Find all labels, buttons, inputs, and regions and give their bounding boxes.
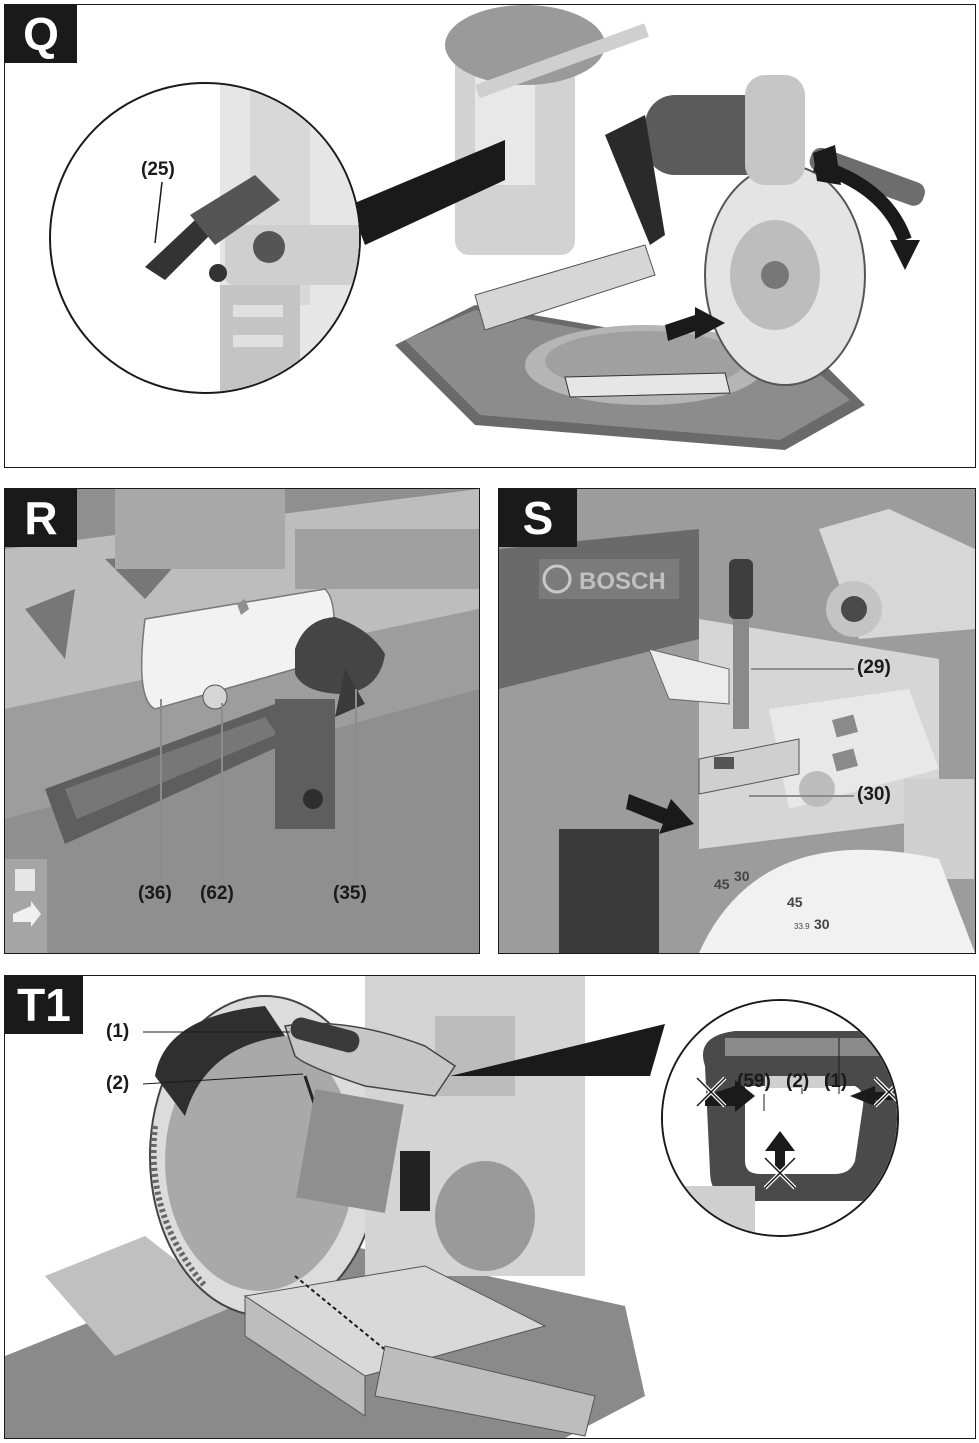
callout-2: (2)	[106, 1073, 130, 1094]
scale-label-339: 33.9	[794, 922, 810, 931]
callout-30: (30)	[857, 784, 891, 805]
callout-2-detail: (2)	[786, 1071, 810, 1092]
callout-1: (1)	[106, 1021, 130, 1042]
scale-label-30a: 30	[734, 868, 750, 884]
callout-25: (25)	[141, 159, 175, 180]
callout-59: (59)	[737, 1071, 771, 1092]
scale-label-45a: 45	[714, 876, 730, 892]
scale-label-30b: 30	[814, 916, 830, 932]
panel-label-q: Q	[5, 5, 77, 63]
callout-36: (36)	[138, 883, 172, 904]
workpiece-stop-illustration	[5, 489, 479, 953]
figure-panel-t1: T1	[4, 975, 976, 1439]
callout-1-detail: (1)	[824, 1071, 848, 1092]
callout-29: (29)	[857, 657, 891, 678]
callout-62: (62)	[200, 883, 234, 904]
figure-panel-s: S BOSCH 45 30 45 30 33.9	[498, 488, 976, 954]
panel-label-r: R	[5, 489, 77, 547]
callout-35: (35)	[333, 883, 367, 904]
miter-saw-overview-illustration	[49, 5, 925, 450]
figure-panel-r: R (36) (62) (35)	[4, 488, 480, 954]
handle-release-illustration	[5, 976, 899, 1438]
figure-panel-q: Q	[4, 4, 976, 468]
depth-stop-illustration: BOSCH 45 30 45 30 33.9	[499, 489, 975, 953]
brand-bosch-text: BOSCH	[579, 568, 666, 595]
panel-label-t1: T1	[5, 976, 83, 1034]
panel-label-s: S	[499, 489, 577, 547]
scale-label-45b: 45	[787, 894, 803, 910]
